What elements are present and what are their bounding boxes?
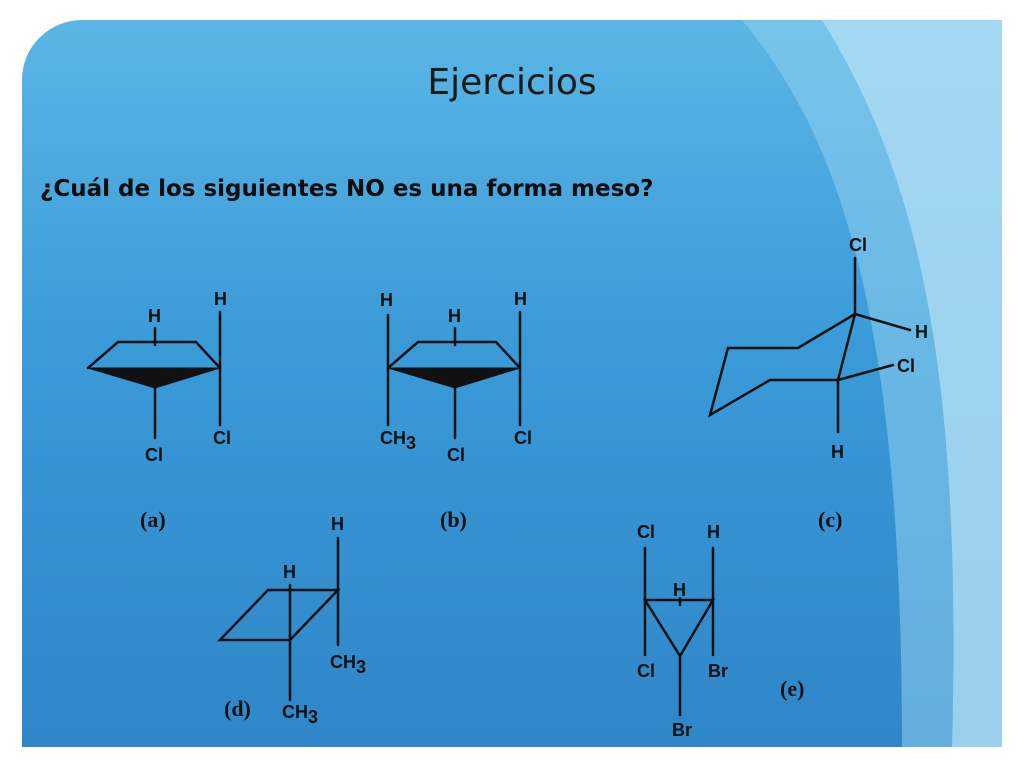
atom-a-h-top-right: H	[214, 289, 227, 309]
atom-b-h-top-right: H	[514, 289, 527, 309]
label-b: (b)	[440, 507, 467, 532]
atom-b-h-top-mid: H	[448, 306, 461, 326]
background-swoosh	[742, 20, 1002, 747]
ring-b-back	[386, 340, 522, 370]
atom-d-ch3-bottom: CH3	[282, 702, 318, 727]
question-text: ¿Cuál de los siguientes NO es una forma …	[40, 176, 654, 202]
structure-c: Cl H Cl H (c)	[708, 235, 928, 532]
atom-e-cl-bottom-left: Cl	[637, 661, 655, 681]
atom-d-h-top-right: H	[331, 514, 344, 534]
atom-b-h-top-left: H	[380, 290, 393, 310]
structure-d: H H CH3 CH3 (d)	[217, 514, 366, 727]
atom-d-h-top-left: H	[283, 562, 296, 582]
bond-c-cl-right	[836, 363, 895, 382]
label-c: (c)	[818, 507, 842, 532]
atom-e-h-top-right: H	[707, 522, 720, 542]
bond-c-h-right	[853, 312, 912, 332]
ring-c	[708, 312, 857, 418]
atom-a-cl-bottom-right: Cl	[213, 428, 231, 448]
atom-c-cl-top: Cl	[849, 235, 867, 255]
atom-b-cl-bottom-right: Cl	[514, 428, 532, 448]
bond-c-c1-c2	[836, 312, 857, 382]
ring-e	[642, 598, 716, 659]
ring-a-face	[87, 367, 221, 389]
atom-c-h-right: H	[915, 322, 928, 342]
atom-c-cl-right: Cl	[897, 356, 915, 376]
structure-e: Cl H H Cl Br Br (e)	[637, 522, 804, 740]
ring-a-back	[86, 340, 222, 370]
label-d: (d)	[224, 696, 251, 721]
ring-d	[217, 588, 341, 642]
label-e: (e)	[780, 676, 804, 701]
atom-e-br-bottom: Br	[672, 720, 692, 740]
atom-b-ch3: CH3	[380, 428, 416, 453]
structure-b: H H H CH3 Cl Cl (b)	[380, 289, 532, 532]
atom-c-h-bottom: H	[831, 442, 844, 462]
atom-e-h-mid: H	[673, 580, 686, 600]
atom-a-h-top-left: H	[148, 306, 161, 326]
atom-a-cl-bottom-left: Cl	[145, 445, 163, 465]
atom-e-cl-top-left: Cl	[637, 522, 655, 542]
label-a: (a)	[140, 507, 166, 532]
atom-b-cl-bottom-mid: Cl	[447, 445, 465, 465]
slide-title: Ejercicios	[427, 62, 597, 103]
atom-e-br-right: Br	[708, 661, 728, 681]
atom-d-ch3-right: CH3	[330, 652, 366, 677]
structure-a: H H Cl Cl (a)	[86, 289, 231, 532]
ring-b-face	[387, 367, 521, 389]
